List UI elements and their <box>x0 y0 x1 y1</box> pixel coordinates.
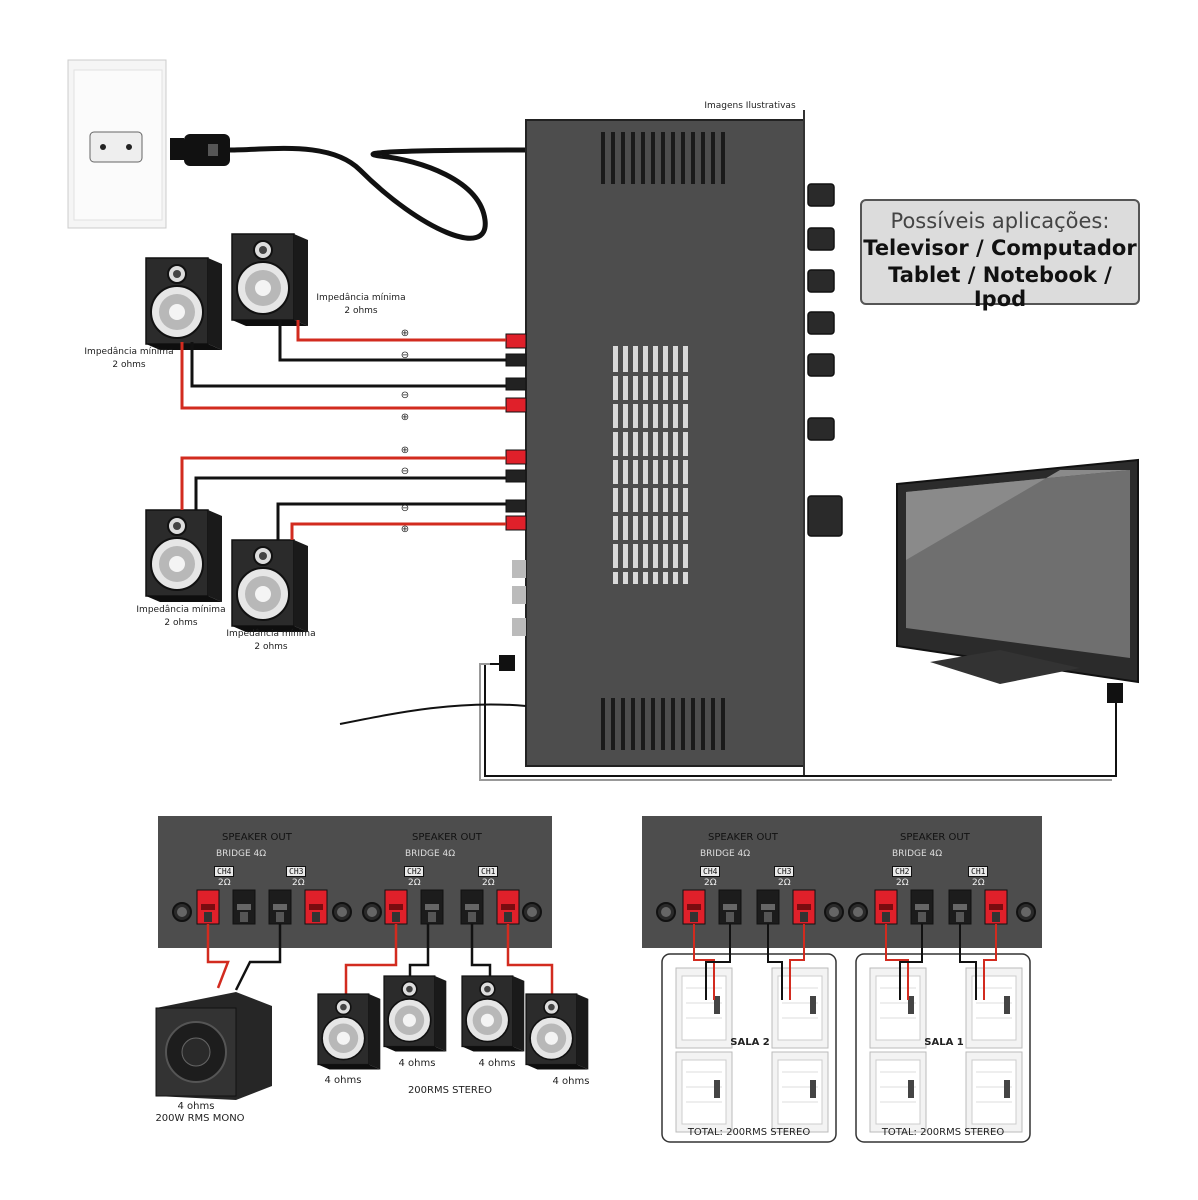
two-ohm-label: 2Ω <box>408 878 421 888</box>
caption-text: Imagens Ilustrativas <box>704 101 796 111</box>
tv-monitor <box>896 458 1139 684</box>
polarity-minus: ⊖ <box>400 466 410 477</box>
channel-chip: CH2 <box>892 866 913 877</box>
applications-box: Possíveis aplicações: Televisor / Comput… <box>860 199 1140 311</box>
bridge-label: BRIDGE 4Ω <box>405 849 456 859</box>
panel-right <box>642 816 1042 948</box>
speaker-out-label: SPEAKER OUT <box>708 832 778 843</box>
channel-chip: CH4 <box>700 866 721 877</box>
speaker-wires <box>180 320 506 540</box>
subwoofer-rating: 200W RMS MONO <box>155 1113 245 1124</box>
channel-chip: CH1 <box>478 866 499 877</box>
bottom-right-wires <box>693 924 997 1000</box>
bridge-label: BRIDGE 4Ω <box>892 849 943 859</box>
subwoofer <box>155 992 272 1100</box>
impedance-text: Impedância mínima <box>316 293 406 303</box>
polarity-plus: ⊕ <box>400 524 410 535</box>
impedance-label: Impedância mínima 2 ohms <box>306 292 416 318</box>
speaker-out-label: SPEAKER OUT <box>412 832 482 843</box>
speaker-top-left <box>145 257 223 351</box>
channel-chip: CH1 <box>968 866 989 877</box>
bottom-left-wires <box>206 924 554 996</box>
impedance-text: Impedância mínima <box>84 347 174 357</box>
room-label-1: SALA 1 <box>924 1037 964 1048</box>
ohms-text: 2 ohms <box>344 306 378 316</box>
polarity-minus: ⊖ <box>400 503 410 514</box>
bridge-label: BRIDGE 4Ω <box>216 849 267 859</box>
polarity-minus: ⊖ <box>400 350 410 361</box>
power-plug <box>170 134 526 241</box>
ohms-text: 2 ohms <box>164 618 198 628</box>
stereo-speakers-left <box>317 975 590 1071</box>
speaker-ohms-label: 4 ohms <box>398 1058 436 1069</box>
ohms-text: 2 ohms <box>112 360 146 370</box>
speaker-top-right <box>231 233 309 327</box>
polarity-plus: ⊕ <box>400 328 410 339</box>
room-total-2: TOTAL: 200RMS STEREO <box>687 1127 811 1138</box>
panel-left <box>158 816 552 948</box>
two-ohm-label: 2Ω <box>972 878 985 888</box>
speaker-out-label: SPEAKER OUT <box>900 832 970 843</box>
applications-line-1: Televisor / Computador <box>863 236 1137 260</box>
wall-outlet <box>67 59 167 229</box>
impedance-text: Impedância mínima <box>226 629 316 639</box>
impedance-label: Impedância mínima 2 ohms <box>74 346 184 372</box>
room-total-1: TOTAL: 200RMS STEREO <box>881 1127 1005 1138</box>
two-ohm-label: 2Ω <box>704 878 717 888</box>
two-ohm-label: 2Ω <box>778 878 791 888</box>
polarity-plus: ⊕ <box>400 412 410 423</box>
channel-chip: CH3 <box>286 866 307 877</box>
room-box-1 <box>855 953 1031 1143</box>
speaker-ohms-label: 4 ohms <box>324 1075 362 1086</box>
channel-chip: CH3 <box>774 866 795 877</box>
applications-line-2: Tablet / Notebook / Ipod <box>888 263 1112 311</box>
aux-cable <box>339 655 1123 781</box>
channel-chip: CH2 <box>404 866 425 877</box>
polarity-plus: ⊕ <box>400 445 410 456</box>
speaker-bottom-right <box>231 539 309 633</box>
bridge-label: BRIDGE 4Ω <box>700 849 751 859</box>
two-ohm-label: 2Ω <box>482 878 495 888</box>
applications-title: Possíveis aplicações: <box>890 209 1110 233</box>
channel-chip: CH4 <box>214 866 235 877</box>
ohms-text: 2 ohms <box>254 642 288 652</box>
two-ohm-label: 2Ω <box>896 878 909 888</box>
two-ohm-label: 2Ω <box>218 878 231 888</box>
two-ohm-label: 2Ω <box>292 878 305 888</box>
impedance-text: Impedância mínima <box>136 605 226 615</box>
speaker-ohms-label: 4 ohms <box>478 1058 516 1069</box>
amplifier <box>505 110 843 775</box>
impedance-label: Impedância mínima 2 ohms <box>216 628 326 654</box>
speaker-bottom-left <box>145 509 223 603</box>
subwoofer-ohms: 4 ohms <box>177 1101 215 1112</box>
stereo-rating: 200RMS STEREO <box>407 1085 493 1096</box>
room-box-2 <box>661 953 837 1143</box>
impedance-label: Impedância mínima 2 ohms <box>126 604 236 630</box>
speaker-ohms-label: 4 ohms <box>552 1076 590 1087</box>
speaker-out-label: SPEAKER OUT <box>222 832 292 843</box>
room-label-2: SALA 2 <box>730 1037 770 1048</box>
polarity-minus: ⊖ <box>400 390 410 401</box>
